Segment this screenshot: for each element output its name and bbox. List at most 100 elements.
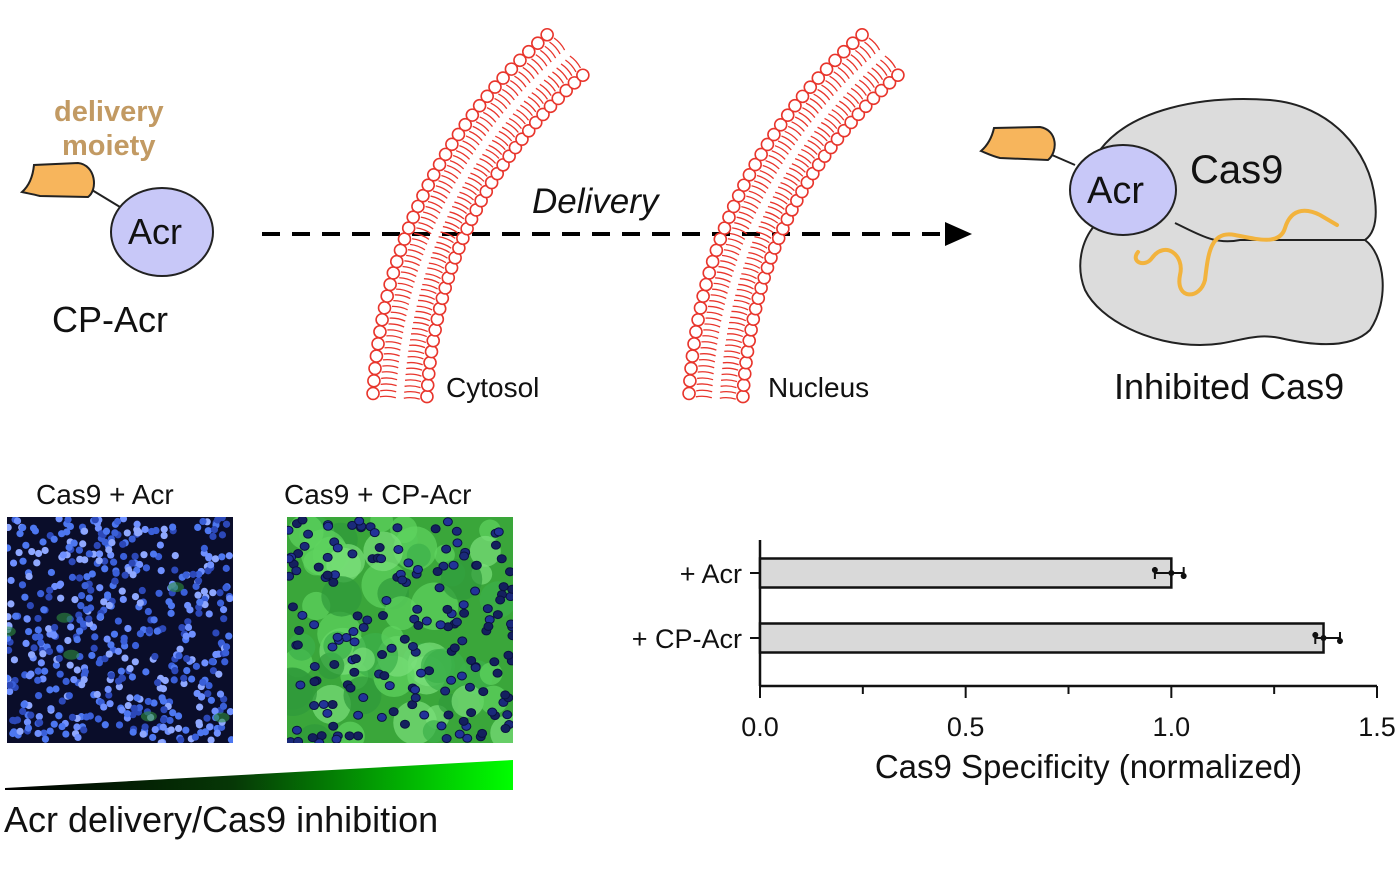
lipid-tail: [723, 249, 740, 256]
delivery-schematic: [19, 27, 1384, 404]
nucleus-dot: [34, 626, 42, 634]
nucleus-dot: [121, 571, 129, 579]
delivery-moiety-shape: [19, 161, 95, 199]
lipid-tail: [411, 327, 428, 333]
lipid-head: [819, 62, 834, 76]
lipid-tail: [473, 167, 488, 177]
lipid-tail: [875, 63, 888, 76]
lipid-tail: [781, 135, 796, 146]
nucleus-dot: [322, 552, 333, 562]
nucleus-dot: [110, 630, 119, 638]
lipid-tail: [415, 310, 432, 316]
lipid-head: [811, 71, 826, 85]
nucleus-dot: [101, 557, 109, 565]
lipid-tail: [739, 278, 756, 284]
nucleus-dot: [120, 637, 128, 645]
lipid-tail: [452, 154, 468, 165]
lipid-tail: [482, 111, 497, 123]
lipid-tail: [741, 273, 757, 280]
moiety-label-line2: moiety: [62, 130, 156, 162]
nucleus-dot: [37, 659, 45, 667]
nucleus-dot: [170, 676, 178, 684]
lipid-tail: [486, 107, 501, 118]
lipid-tail: [438, 236, 454, 244]
nucleus-dot: [205, 554, 213, 562]
nucleus-dot: [204, 527, 212, 535]
nucleus-dot: [160, 706, 168, 714]
lipid-head: [458, 117, 473, 132]
nucleus-dot: [470, 663, 481, 673]
nucleus-dot: [348, 627, 359, 637]
nucleus-dot: [58, 722, 66, 731]
lipid-tail: [701, 341, 718, 345]
nucleus-dot: [505, 592, 513, 602]
nucleus-dot: [205, 610, 213, 618]
nucleus-dot: [50, 720, 58, 728]
nucleus-dot: [10, 656, 19, 664]
nucleus-dot: [225, 552, 233, 560]
nucleus-dot: [95, 557, 103, 565]
lipid-tail: [791, 121, 805, 132]
lipid-tail: [753, 180, 769, 189]
lipid-tail: [769, 201, 785, 210]
lipid-tail: [791, 163, 806, 173]
nucleus-dot: [156, 684, 164, 692]
nucleus-dot: [7, 523, 12, 532]
inhibited-cas9-complex: [979, 98, 1384, 347]
lipid-tail: [414, 232, 430, 240]
lipid-tail: [695, 395, 713, 399]
lipid-tail: [767, 205, 783, 214]
lipid-tail: [501, 88, 515, 101]
nucleus-dot: [466, 708, 477, 718]
nucleus-dot: [349, 667, 360, 677]
lipid-tail: [698, 365, 715, 369]
nucleus-dot: [114, 647, 122, 655]
lipid-head: [726, 199, 741, 214]
data-point: [1320, 635, 1327, 641]
nucleus-dot: [203, 714, 211, 722]
lipid-tail: [817, 126, 831, 138]
lipid-tail: [382, 365, 399, 369]
nucleus-dot: [184, 623, 193, 632]
nucleus-dot: [28, 547, 36, 556]
nucleus-dot: [354, 517, 365, 526]
lipid-head: [874, 83, 889, 98]
lipid-tail: [523, 100, 537, 113]
lipid-tail: [556, 67, 569, 81]
lipid-tail: [420, 216, 436, 224]
lipid-tail: [731, 310, 748, 316]
delivery-label: Delivery: [532, 182, 659, 221]
nucleus-dot: [195, 609, 203, 617]
lipid-tail: [394, 294, 411, 300]
lipid-head: [367, 374, 381, 388]
nucleus-dot: [218, 531, 227, 539]
lipid-tail: [408, 249, 424, 256]
nucleus-dot: [41, 735, 50, 743]
lipid-tail: [479, 158, 494, 168]
nucleus-dot: [151, 652, 159, 661]
nucleus-dot: [39, 538, 47, 546]
nucleus-dot: [114, 617, 122, 625]
nucleus-dot: [196, 598, 204, 606]
nucleus-dot: [212, 629, 220, 637]
lipid-tail: [838, 100, 852, 113]
nucleus-dot: [52, 685, 60, 693]
nucleus-dot: [211, 555, 220, 563]
nucleus-dot: [136, 599, 144, 607]
nucleus-dot: [459, 551, 470, 561]
lipid-head: [504, 62, 519, 76]
nucleus-dot: [13, 517, 22, 525]
nucleus-dot: [68, 558, 76, 566]
lipid-tail: [697, 371, 714, 375]
nucleus-dot: [493, 527, 504, 537]
nucleus-dot: [87, 586, 95, 594]
lipid-tail: [381, 371, 398, 375]
nucleus-dot: [88, 651, 96, 660]
lipid-head: [421, 178, 436, 192]
nucleus-dot: [34, 614, 42, 623]
lipid-tail: [527, 96, 541, 108]
lipid-head: [803, 80, 818, 94]
nucleus-dot: [399, 719, 410, 729]
lipid-tail: [732, 305, 749, 311]
